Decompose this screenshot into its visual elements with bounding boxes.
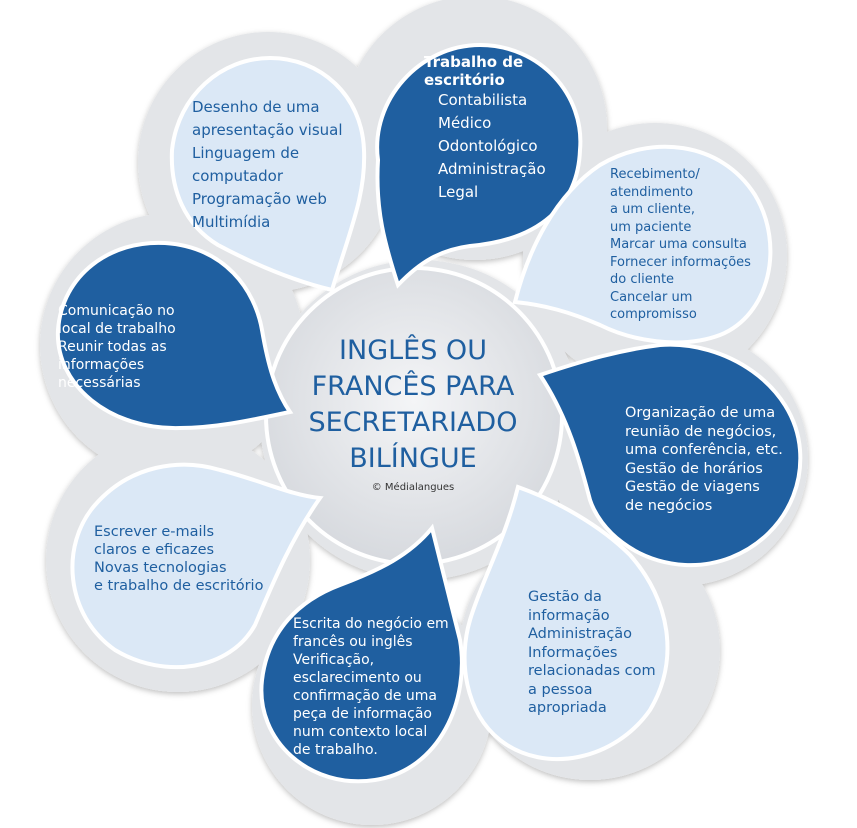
bubble-right-line: Gestão de horários (625, 460, 763, 477)
bubble-left-line: Reunir todas as (58, 339, 167, 355)
bubble-top-item: Administração (438, 160, 546, 178)
center-title-line: SECRETARIADO (308, 407, 518, 438)
bubble-top-left-line: computador (192, 167, 284, 185)
bubble-bottom-right-line: Informações (528, 644, 618, 661)
bubble-left-line: informações (58, 357, 145, 373)
bubble-bottom-text: Escrita do negócio em francês ou inglês … (293, 615, 449, 759)
bubble-top-left-line: Linguagem de (192, 144, 300, 162)
bubble-top-heading: Trabalho de (424, 53, 524, 71)
center-title: INGLÊS OU FRANCÊS PARA SECRETARIADO BILÍ… (278, 333, 548, 477)
bubble-right-line: uma conferência, etc. (625, 442, 783, 458)
bubble-bottom-line: esclarecimento ou (293, 670, 422, 686)
bubble-right-line: Gestão de viagens (625, 479, 760, 495)
bubble-left-line: Comunicação no (58, 303, 175, 319)
bubble-bottom-left (70, 462, 324, 670)
center-title-line: BILÍNGUE (349, 443, 477, 474)
bubble-top-right-line: Marcar uma consulta (610, 237, 747, 252)
bubble-bottom-right-line: a pessoa (528, 681, 593, 698)
bubble-top-right-line: do cliente (610, 272, 675, 287)
bubble-top-right-line: a um cliente, (610, 202, 695, 217)
bubble-bottom-line: francês ou inglês (293, 634, 413, 650)
bubble-top-right-line: compromisso (610, 307, 697, 322)
bubble-top-right-line: atendimento (610, 184, 694, 200)
bubble-left-text: Comunicação no local de trabalho Reunir … (58, 302, 176, 392)
bubble-top-text: Trabalho de escritório Contabilista Médi… (424, 53, 546, 204)
bubble-left (55, 240, 294, 431)
bubble-bottom-right-line: relacionadas com (528, 663, 656, 679)
bubble-top-left-line: Programação web (192, 190, 327, 208)
center-title-line: INGLÊS OU (339, 335, 487, 366)
bubble-top-heading: escritório (424, 70, 505, 89)
bubble-bottom-line: num contexto local (293, 724, 428, 740)
bubble-top-left-line: Multimídia (192, 213, 271, 231)
bubble-top-right (512, 144, 773, 345)
bubble-bottom-left-line: e trabalho de escritório (94, 578, 264, 594)
bubble-top-item: Médico (438, 114, 492, 132)
bubble-top (375, 42, 583, 289)
center-title-line: FRANCÊS PARA (311, 371, 515, 402)
bubble-top-item: Legal (438, 183, 479, 201)
bubble-top-right-text: Recebimento/ atendimento a um cliente, u… (610, 166, 751, 324)
bubble-bottom-right-line: Gestão da (528, 589, 602, 605)
bubble-bottom-right-line: informação (528, 607, 610, 624)
bubble-right-line: de negócios (625, 497, 713, 514)
bubble-bottom-left-line: Novas tecnologias (94, 560, 227, 576)
bubble-left-line: local de trabalho (58, 321, 176, 337)
bubble-right-line: reunião de negócios, (625, 423, 777, 440)
bubble-right-text: Organização de uma reunião de negócios, … (625, 404, 783, 515)
bubble-bottom (259, 523, 464, 784)
bubble-bottom-line: Escrita do negócio em (293, 616, 449, 632)
bubble-bottom-line: confirmação de uma (293, 688, 438, 704)
bubble-bottom-right-text: Gestão da informação Administração Infor… (528, 588, 656, 718)
copyright-text: © Médialangues (371, 482, 455, 493)
bubble-top-item: Contabilista (438, 91, 528, 109)
bubble-bottom-line: de trabalho. (293, 742, 378, 758)
bubble-top-left (169, 55, 367, 293)
bubble-bottom-line: Verificação, (293, 652, 375, 668)
bubble-top-item: Odontológico (438, 137, 538, 155)
bubble-bottom-left-line: Escrever e-mails (94, 524, 215, 540)
bubble-bottom-left-text: Escrever e-mails claros e eficazes Novas… (94, 523, 263, 595)
bubble-bottom-line: peça de informação (293, 706, 433, 722)
bubble-top-right-line: Fornecer informações (610, 254, 751, 270)
bubble-bottom-right-line: Administração (528, 626, 633, 642)
bubble-bottom-right-line: apropriada (528, 700, 607, 716)
bubble-bottom-right (462, 484, 670, 762)
bubble-right-line: Organização de uma (625, 405, 776, 421)
bubble-bottom-left-line: claros e eficazes (94, 542, 215, 558)
bubble-top-left-line: apresentação visual (192, 121, 343, 139)
bubble-top-right-line: Recebimento/ (610, 167, 700, 182)
bubble-top-right-line: Cancelar um (610, 289, 693, 305)
bubble-right (536, 342, 803, 568)
bubble-left-line: necessárias (58, 375, 141, 391)
bubble-top-left-text: Desenho de uma apresentação visual Lingu… (192, 96, 343, 234)
bubble-top-right-line: um paciente (610, 219, 692, 235)
bubble-top-left-line: Desenho de uma (192, 98, 320, 116)
